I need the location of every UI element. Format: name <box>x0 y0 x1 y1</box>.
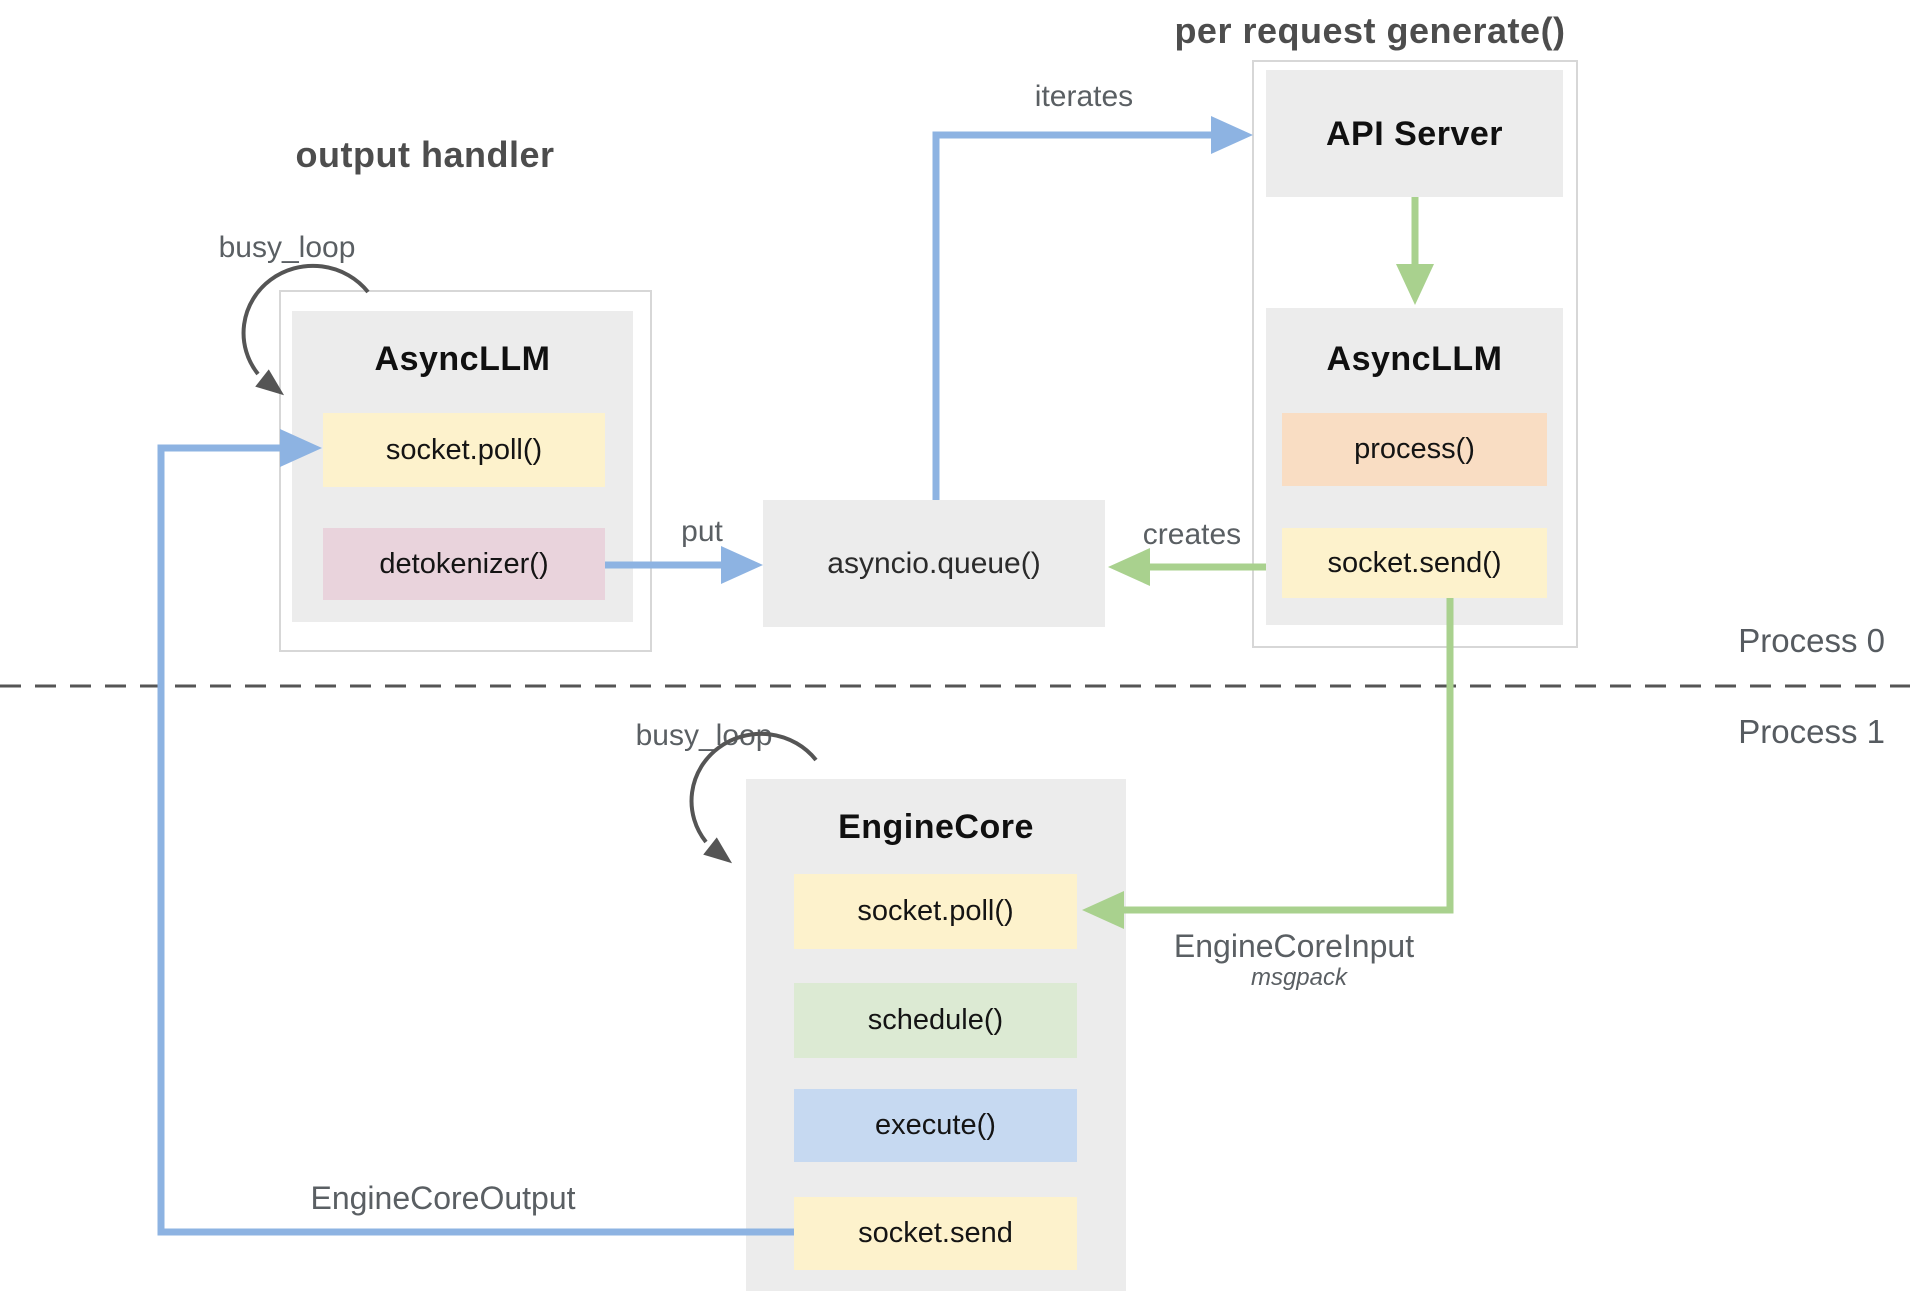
cell-socket-send-right: socket.send() <box>1282 528 1547 598</box>
busy-loop-label-left: busy_loop <box>218 231 356 264</box>
engine-core-title: EngineCore <box>838 808 1034 846</box>
put-label: put <box>681 515 723 548</box>
engine-core-input-label: EngineCoreInput <box>1173 928 1415 964</box>
iterates-arrow <box>932 116 1253 500</box>
process-0-label: Process 0 <box>1738 622 1885 659</box>
cell-process: process() <box>1282 413 1547 486</box>
cell-socket-poll-engine: socket.poll() <box>794 874 1077 949</box>
process-1-label: Process 1 <box>1738 713 1885 750</box>
busy-loop-label-bottom: busy_loop <box>635 719 773 752</box>
cell-execute: execute() <box>794 1089 1077 1162</box>
asyncio-queue-box: asyncio.queue() <box>763 500 1105 627</box>
iterates-label: iterates <box>1034 80 1134 113</box>
cell-schedule: schedule() <box>794 983 1077 1058</box>
per-request-generate-title: per request generate() <box>1174 10 1566 51</box>
output-handler-title: output handler <box>295 134 555 175</box>
api-server-title: API Server <box>1326 115 1503 153</box>
engine-core-output-label: EngineCoreOutput <box>310 1180 576 1216</box>
api-server-box <box>1266 70 1563 197</box>
cell-socket-send-engine: socket.send <box>794 1197 1077 1270</box>
cell-detokenizer: detokenizer() <box>323 528 605 600</box>
cell-socket-poll-left: socket.poll() <box>323 413 605 487</box>
creates-label: creates <box>1142 518 1242 551</box>
asyncllm-right-title: AsyncLLM <box>1326 340 1503 378</box>
asyncllm-left-title: AsyncLLM <box>374 340 551 378</box>
creates-arrow <box>1108 548 1266 586</box>
msgpack-label: msgpack <box>1250 964 1348 991</box>
